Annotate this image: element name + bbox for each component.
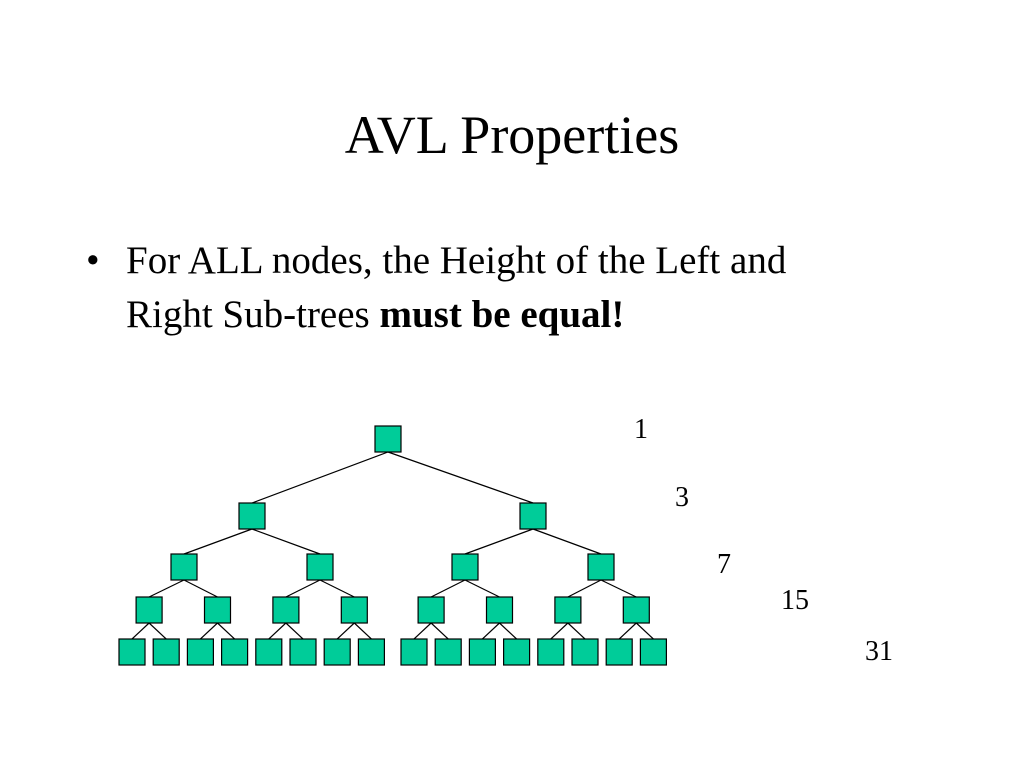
tree-node bbox=[374, 425, 402, 453]
tree-edge bbox=[183, 579, 218, 598]
tree-edge bbox=[481, 622, 500, 640]
tree-edge bbox=[464, 528, 534, 555]
tree-edge bbox=[285, 579, 321, 598]
tree-node bbox=[485, 596, 514, 624]
node-count-level-2: 3 bbox=[675, 482, 689, 513]
bullet-text: For ALL nodes, the Height of the Left an… bbox=[126, 234, 926, 342]
tree-node bbox=[221, 638, 249, 666]
tree-node bbox=[554, 596, 582, 624]
tree-edge bbox=[567, 579, 602, 598]
tree-node bbox=[571, 638, 599, 666]
tree-edge bbox=[131, 622, 150, 640]
bullet-line2-bold: must be equal! bbox=[379, 293, 625, 336]
tree-edge bbox=[148, 622, 167, 640]
tree-edge bbox=[148, 579, 185, 598]
tree-edge bbox=[183, 528, 253, 555]
tree-edge bbox=[268, 622, 287, 640]
tree-edge bbox=[430, 622, 449, 640]
tree-node bbox=[170, 553, 198, 581]
tree-edge bbox=[199, 622, 218, 640]
tree-node bbox=[400, 638, 428, 666]
tree-edge bbox=[550, 622, 569, 640]
tree-edge bbox=[217, 622, 236, 640]
tree-node bbox=[587, 553, 615, 581]
tree-node bbox=[519, 502, 547, 530]
tree-node bbox=[135, 596, 163, 624]
tree-node bbox=[622, 596, 650, 624]
tree-edge bbox=[251, 451, 389, 504]
bullet-line2-plain: Right Sub-trees bbox=[126, 293, 380, 336]
tree-node bbox=[537, 638, 565, 666]
tree-edge bbox=[464, 579, 500, 598]
tree-node bbox=[152, 638, 180, 666]
tree-node bbox=[417, 596, 445, 624]
tree-node bbox=[323, 638, 351, 666]
tree-node bbox=[289, 638, 317, 666]
tree-node bbox=[306, 553, 334, 581]
tree-edge bbox=[635, 622, 654, 640]
tree-edge bbox=[618, 622, 637, 640]
tree-edge bbox=[251, 528, 321, 555]
tree-edge bbox=[336, 622, 355, 640]
tree-edge bbox=[430, 579, 466, 598]
tree-edge bbox=[413, 622, 432, 640]
tree-node bbox=[434, 638, 462, 666]
tree-edge bbox=[532, 528, 602, 555]
tree-node bbox=[503, 638, 531, 666]
tree-node bbox=[255, 638, 283, 666]
tree-node bbox=[118, 638, 146, 666]
tree-node bbox=[272, 596, 300, 624]
tree-edge bbox=[387, 451, 534, 504]
tree-node bbox=[605, 638, 633, 666]
tree-edge bbox=[600, 579, 637, 598]
tree-node bbox=[357, 638, 385, 666]
node-count-level-4: 15 bbox=[781, 585, 809, 616]
tree-node bbox=[186, 638, 214, 666]
bullet-line1: For ALL nodes, the Height of the Left an… bbox=[126, 239, 787, 282]
tree-node bbox=[203, 596, 232, 624]
node-count-level-3: 7 bbox=[717, 549, 731, 580]
tree-edge bbox=[353, 622, 372, 640]
node-count-level-5: 31 bbox=[865, 636, 893, 667]
tree-edge bbox=[319, 579, 355, 598]
tree-node bbox=[468, 638, 496, 666]
slide-title: AVL Properties bbox=[344, 105, 680, 165]
tree-nodes bbox=[118, 425, 668, 666]
tree-node bbox=[451, 553, 479, 581]
tree-edge bbox=[285, 622, 304, 640]
tree-node bbox=[639, 638, 668, 666]
tree-node bbox=[238, 502, 266, 530]
tree-edges bbox=[131, 451, 654, 640]
tree-node bbox=[340, 596, 368, 624]
tree-edge bbox=[567, 622, 586, 640]
tree-edge bbox=[499, 622, 518, 640]
bullet-marker: • bbox=[86, 239, 100, 282]
node-count-level-1: 1 bbox=[634, 414, 648, 445]
